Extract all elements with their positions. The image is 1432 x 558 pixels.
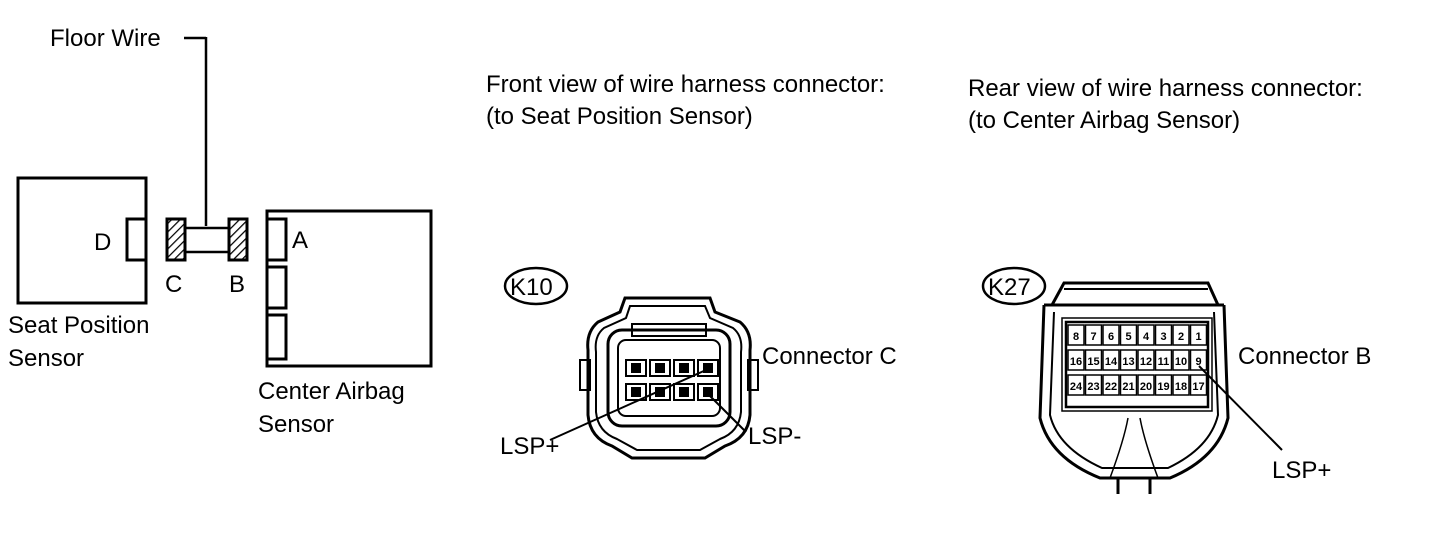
k27-badge-text: K27 [988, 274, 1031, 301]
center-airbag-sensor-label-1: Center Airbag [258, 378, 405, 405]
pin-number: 20 [1140, 381, 1152, 393]
pin-cell [1084, 374, 1103, 396]
pin-number: 4 [1143, 331, 1150, 343]
pin-number: 7 [1090, 331, 1096, 343]
center-airbag-sensor: A Center Airbag Sensor [258, 209, 433, 438]
connector-tab-2 [265, 265, 288, 310]
connector-b-label: Connector B [1238, 343, 1371, 370]
pin-number: 18 [1175, 381, 1187, 393]
pin-number: 15 [1087, 356, 1099, 368]
pin-number: 3 [1160, 331, 1166, 343]
k27-badge [981, 266, 1047, 306]
pin-number: 8 [1073, 331, 1079, 343]
seat-position-sensor-label-1: Seat Position [8, 312, 149, 339]
connector-b-plug [227, 217, 249, 262]
pin-cell [1137, 349, 1155, 371]
pin-number: 16 [1070, 356, 1082, 368]
lsp-plus-leader-b [1198, 365, 1283, 451]
pin-cell [1067, 349, 1085, 371]
pin-number: 13 [1122, 356, 1134, 368]
connector-c-cavities [625, 359, 719, 401]
pin-number: 23 [1087, 381, 1099, 393]
terminal-d-tab [125, 217, 148, 262]
terminal-b-label: B [229, 271, 245, 298]
connector-tab-3 [265, 313, 288, 361]
floor-wire-group: Floor Wire [50, 25, 208, 226]
rear-view-title-1: Rear view of wire harness connector: [968, 75, 1363, 102]
terminal-d-label: D [94, 229, 111, 256]
pin-number: 12 [1140, 356, 1152, 368]
pin-number: 9 [1195, 356, 1201, 368]
pin-cell [1189, 349, 1208, 371]
pin-number: 14 [1105, 356, 1118, 368]
k10-badge [503, 266, 569, 306]
pin-number: 17 [1192, 381, 1204, 393]
terminal-a-tab [265, 217, 288, 262]
pin-cell [1154, 324, 1173, 346]
lsp-plus-leader-c [549, 369, 707, 441]
connector-c-label: Connector C [762, 343, 897, 370]
pin-cell [1119, 374, 1138, 396]
rear-view-section: Rear view of wire harness connector: (to… [968, 75, 1371, 494]
pin-cell [1172, 349, 1190, 371]
pin-cell [1172, 374, 1190, 396]
pin-number: 11 [1158, 356, 1170, 368]
lsp-minus-label: LSP- [748, 423, 801, 450]
pin-number: 2 [1178, 331, 1184, 343]
front-view-section: Front view of wire harness connector: (t… [486, 71, 897, 460]
pin-number: 24 [1070, 381, 1083, 393]
rear-view-title-2: (to Center Airbag Sensor) [968, 107, 1240, 134]
pin-cell [1154, 349, 1173, 371]
pin-cell [1119, 349, 1138, 371]
connector-b-drawing [1038, 281, 1230, 494]
pin-cell [1189, 374, 1208, 396]
floor-wire-label: Floor Wire [50, 25, 161, 52]
pin-number: 6 [1108, 331, 1114, 343]
floor-wire-harness: C B [165, 217, 249, 298]
lsp-minus-leader [705, 391, 747, 433]
pin-cell [1119, 324, 1138, 346]
lsp-plus-label-c: LSP+ [500, 433, 559, 460]
pin-cell [1102, 324, 1120, 346]
pin-number: 22 [1105, 381, 1117, 393]
pin-cell [1067, 324, 1085, 346]
pin-cell [1102, 374, 1120, 396]
pin-cell [1067, 374, 1085, 396]
connector-c-plug [165, 217, 187, 262]
terminal-c-label: C [165, 271, 182, 298]
pin-cell [1154, 374, 1173, 396]
seat-position-sensor-label-2: Sensor [8, 345, 84, 372]
pin-cell [1084, 349, 1103, 371]
pin-number: 1 [1195, 331, 1201, 343]
front-view-title-1: Front view of wire harness connector: [486, 71, 885, 98]
front-view-title-2: (to Seat Position Sensor) [486, 103, 753, 130]
pin-cell [1189, 324, 1208, 346]
pin-number: 5 [1125, 331, 1131, 343]
terminal-a-label: A [292, 227, 308, 254]
pin-cell [1137, 374, 1155, 396]
center-airbag-sensor-label-2: Sensor [258, 411, 334, 438]
pin-cell [1137, 324, 1155, 346]
pin-cell [1102, 349, 1120, 371]
lsp-plus-label-b: LSP+ [1272, 457, 1331, 484]
connector-c-drawing [579, 296, 759, 460]
pin-cell [1172, 324, 1190, 346]
pin-cell [1084, 324, 1103, 346]
pin-number: 10 [1175, 356, 1187, 368]
seat-position-sensor: D Seat Position Sensor [8, 176, 149, 372]
pin-number: 19 [1157, 381, 1169, 393]
pin-number: 21 [1122, 381, 1134, 393]
k10-badge-text: K10 [510, 274, 553, 301]
